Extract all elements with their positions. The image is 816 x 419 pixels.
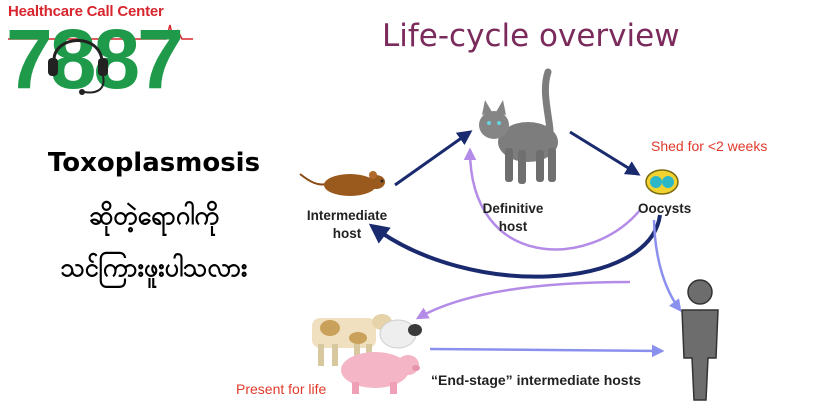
pig-icon xyxy=(341,352,420,394)
rat-icon xyxy=(299,171,385,196)
ecg-line-icon xyxy=(8,24,193,45)
intermediate-host-label: Intermediate host xyxy=(306,208,388,241)
oocyst-icon xyxy=(645,169,679,195)
definitive-host-label: Definitive host xyxy=(482,201,544,234)
banner-line-3: သင်ကြားဖူးပါသလား xyxy=(60,253,248,282)
diagram-title: Life-cycle overview xyxy=(382,18,680,54)
arrow-oocysts-to-human xyxy=(652,219,682,313)
arrow-livestock-to-human xyxy=(429,344,665,358)
headset-icon xyxy=(48,39,108,95)
human-icon xyxy=(681,279,719,401)
arrow-oocysts-to-rat xyxy=(368,214,662,279)
banner-line-2: ဆိုတဲ့ရောဂါကို xyxy=(89,201,219,230)
logo-number: 7887 xyxy=(6,12,184,106)
present-note: Present for life xyxy=(236,381,327,397)
cat-icon xyxy=(479,68,558,184)
shed-note: Shed for <2 weeks xyxy=(651,138,768,154)
arrow-oocysts-to-cat xyxy=(463,147,641,251)
arrow-cat-to-oocysts xyxy=(569,130,641,176)
oocysts-label: Oocysts xyxy=(638,201,692,216)
logo-name: Healthcare Call Center xyxy=(8,3,164,20)
sheep-icon xyxy=(379,319,422,349)
banner-line-1: Toxoplasmosis xyxy=(47,148,261,178)
arrow-rat-to-cat xyxy=(394,130,473,187)
arrow-oocysts-to-livestock xyxy=(415,280,631,320)
end-stage-label: “End-stage” intermediate hosts xyxy=(431,372,642,388)
